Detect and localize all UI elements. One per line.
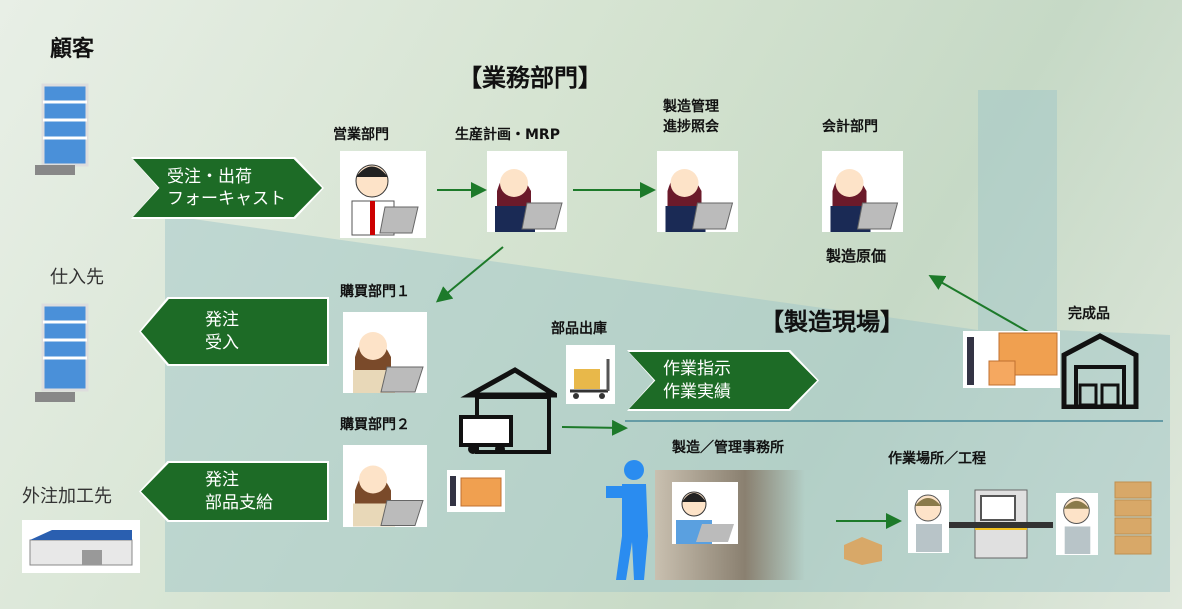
subcontractor-factory-icon	[22, 520, 140, 573]
finished-label: 完成品	[1068, 306, 1110, 322]
supplier-building-icon	[35, 303, 89, 402]
worker2-image	[1056, 493, 1098, 555]
progress-label-1: 製造管理	[663, 99, 719, 115]
sales-label: 営業部門	[333, 127, 389, 143]
po1-text-1: 発注	[205, 310, 239, 331]
sales-person-image	[340, 151, 426, 238]
purchase2-person-image	[343, 445, 427, 527]
warehouse-icon	[1061, 333, 1139, 409]
box-icon	[844, 537, 882, 565]
purchase2-label: 購買部門２	[340, 417, 410, 433]
parts-issue-label: 部品出庫	[551, 321, 607, 337]
customer-label: 顧客	[50, 37, 95, 62]
supplier-label: 仕入先	[50, 267, 104, 288]
business-title: 【業務部門】	[458, 64, 602, 92]
office-person-image	[672, 482, 738, 544]
factory-title: 【製造現場】	[760, 308, 904, 336]
finished-goods-image	[963, 331, 1060, 388]
cost-label: 製造原価	[826, 247, 887, 265]
worker1-image	[908, 490, 949, 553]
accounting-label: 会計部門	[822, 119, 878, 135]
stacked-boxes-icon	[1114, 481, 1152, 555]
purchase-order-arrow-2: 発注部品支給	[139, 461, 329, 522]
flow-arrow	[435, 246, 504, 303]
machine-conveyor-icon	[949, 489, 1053, 559]
purchase-order-arrow-1: 発注受入	[139, 297, 329, 366]
work-text-1: 作業指示	[663, 359, 731, 380]
planning-person-image	[487, 151, 567, 232]
pallet-boxes-icon	[447, 470, 505, 512]
flow-arrow	[928, 275, 1031, 334]
po1-text-2: 受入	[205, 332, 239, 353]
purchase1-person-image	[343, 312, 427, 393]
progress-label-2: 進捗照会	[663, 119, 719, 135]
progress-person-image	[657, 151, 738, 232]
accounting-person-image	[822, 151, 903, 232]
po2-text-2: 部品支給	[205, 492, 273, 513]
work-order-arrow: 作業指示作業実績	[627, 350, 819, 411]
work-text-2: 作業実績	[663, 381, 731, 402]
planning-label: 生産計画・MRP	[455, 127, 560, 143]
office-label: 製造／管理事務所	[672, 440, 784, 456]
orders-arrow: 受注・出荷フォーキャスト	[131, 157, 324, 219]
flow-arrow	[561, 419, 628, 436]
purchase1-label: 購買部門１	[340, 284, 410, 300]
po2-text-1: 発注	[205, 470, 239, 491]
worker-silhouette-icon	[606, 460, 648, 580]
warehouse-truck-icon	[459, 367, 557, 454]
cart-icon	[566, 345, 615, 404]
customer-building-icon	[35, 83, 89, 175]
orders-text-2: フォーキャスト	[167, 189, 286, 209]
workplace-label: 作業場所／工程	[888, 451, 986, 467]
subcontractor-label: 外注加工先	[22, 486, 112, 507]
orders-text-1: 受注・出荷	[167, 166, 252, 187]
